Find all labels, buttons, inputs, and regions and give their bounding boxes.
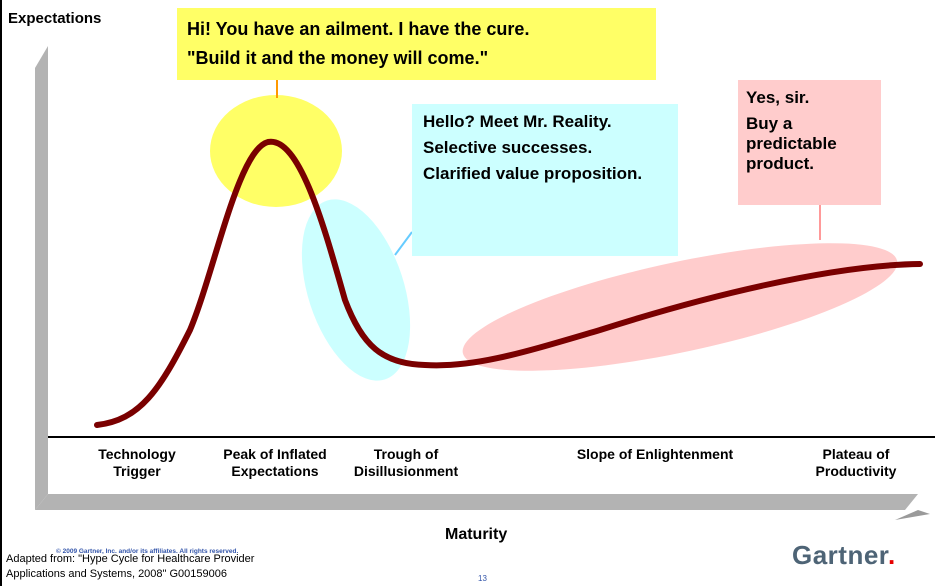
x-axis-arrow bbox=[895, 510, 930, 520]
hype-callout-line: "Build it and the money will come." bbox=[187, 48, 489, 68]
copyright-notice: © 2009 Gartner, Inc. and/or its affiliat… bbox=[56, 548, 239, 555]
reality-callout-line: Selective successes. bbox=[423, 138, 593, 157]
reality-callout-line: Clarified value proposition. bbox=[423, 164, 643, 183]
stage-technology-trigger: Technology Trigger bbox=[98, 446, 176, 479]
plateau-callout-line: Yes, sir. bbox=[746, 88, 810, 107]
hype-callout-line: Hi! You have an ailment. I have the cure… bbox=[187, 19, 530, 39]
stage-peak: Peak of Inflated Expectations bbox=[223, 446, 327, 479]
hype-curve bbox=[94, 138, 923, 428]
x-axis bbox=[35, 494, 918, 510]
logo-dot: . bbox=[888, 540, 896, 570]
stage-plateau: Plateau of Productivity bbox=[815, 446, 897, 479]
gartner-logo: Gartner. bbox=[792, 540, 896, 571]
y-axis bbox=[35, 46, 48, 510]
reality-callout-line: Hello? Meet Mr. Reality. bbox=[423, 112, 612, 131]
plateau-callout-line: Buy a predictable product. bbox=[746, 114, 837, 173]
source-citation: Adapted from: "Hype Cycle for Healthcare… bbox=[6, 552, 254, 582]
plateau-callout: Yes, sir. Buy a predictable product. bbox=[738, 80, 881, 205]
logo-text: Gartner bbox=[792, 540, 888, 570]
source-line: Applications and Systems, 2008" G0015900… bbox=[6, 568, 227, 580]
stage-slope: Slope of Enlightenment bbox=[576, 446, 734, 462]
page-number: 13 bbox=[478, 574, 487, 583]
y-axis-label: Expectations bbox=[8, 10, 102, 27]
x-axis-label: Maturity bbox=[445, 526, 508, 543]
stage-trough: Trough of Disillusionment bbox=[353, 446, 459, 479]
hype-callout: Hi! You have an ailment. I have the cure… bbox=[177, 8, 656, 80]
reality-connector bbox=[394, 231, 413, 256]
reality-callout: Hello? Meet Mr. Reality. Selective succe… bbox=[412, 104, 678, 256]
peak-highlight bbox=[210, 95, 342, 207]
source-line: Adapted from: "Hype Cycle for Healthcare… bbox=[6, 553, 255, 565]
